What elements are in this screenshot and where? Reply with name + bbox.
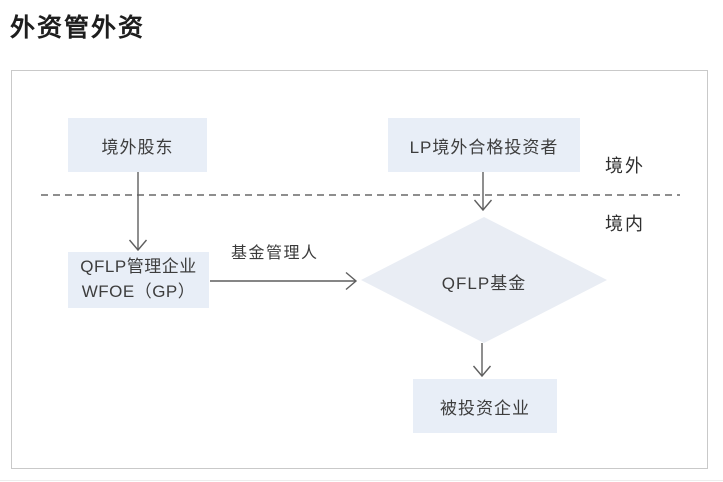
node-lp-investor: LP境外合格投资者 (388, 118, 580, 172)
node-investee-label: 被投资企业 (440, 398, 530, 418)
node-overseas-shareholder: 境外股东 (68, 118, 207, 172)
bottom-separator (0, 480, 723, 481)
node-investee: 被投资企业 (413, 379, 557, 433)
label-offshore: 境外 (605, 156, 645, 176)
node-overseas-shareholder-label: 境外股东 (101, 137, 174, 157)
node-qflp-fund-label: QFLP基金 (441, 274, 527, 293)
node-qflp-manager-line2: WFOE（GP） (81, 282, 196, 301)
node-qflp-manager: QFLP管理企业 WFOE（GP） (68, 252, 209, 308)
label-fund-manager: 基金管理人 (231, 245, 319, 262)
page-title: 外资管外资 (10, 14, 146, 42)
label-onshore: 境内 (605, 214, 645, 234)
node-qflp-manager-line1: QFLP管理企业 (80, 257, 197, 277)
node-lp-investor-label: LP境外合格投资者 (409, 137, 559, 157)
